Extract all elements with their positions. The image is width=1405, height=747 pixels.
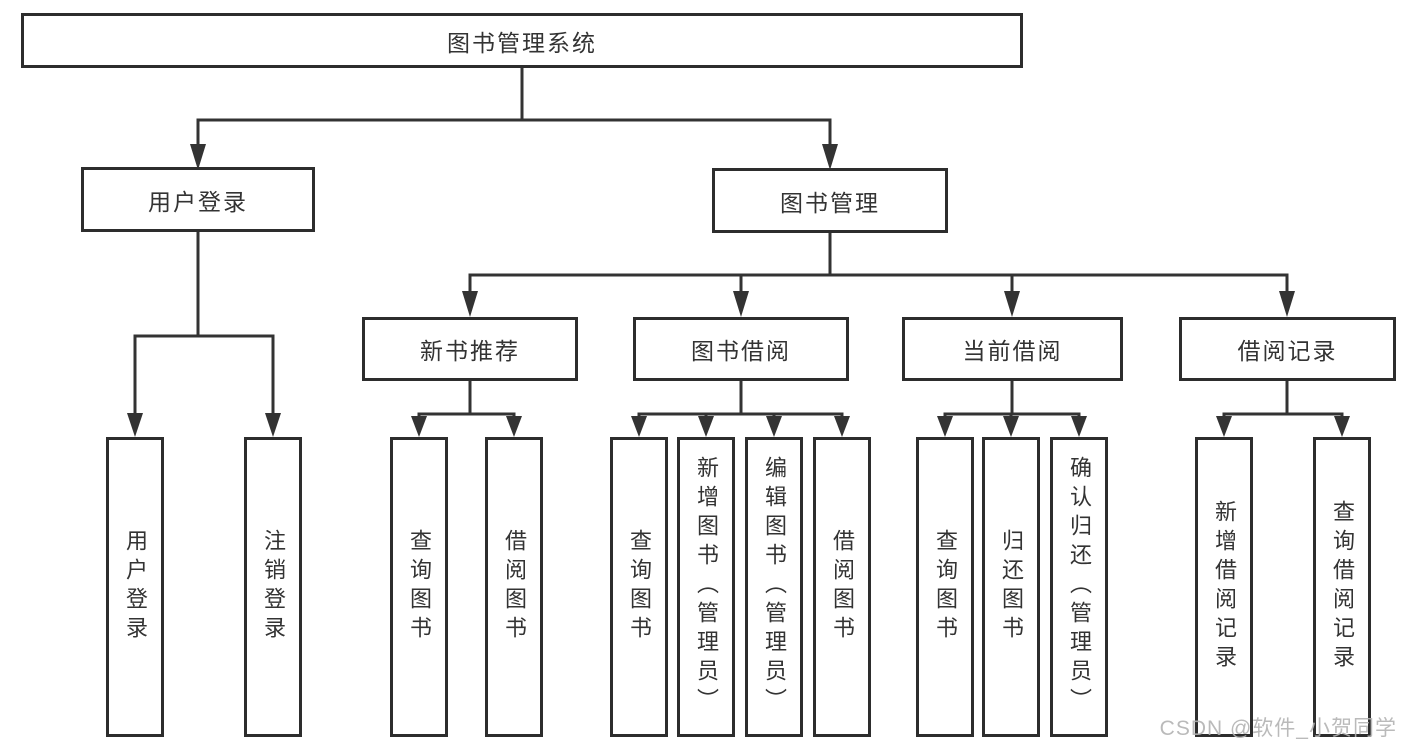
- leaf-bb-add-books-admin: 新增图书（管理员）: [677, 437, 735, 737]
- node-current-borrowing: 当前借阅: [902, 317, 1123, 381]
- node-label: 用户登录: [148, 188, 248, 215]
- leaf-logout: 注销登录: [244, 437, 302, 737]
- node-label: 图书借阅: [691, 338, 791, 364]
- leaf-br-add-record: 新增借阅记录: [1195, 437, 1253, 737]
- node-label: 当前借阅: [962, 338, 1063, 364]
- leaf-label: 查询图书: [407, 528, 432, 646]
- leaf-br-query-record: 查询借阅记录: [1313, 437, 1371, 737]
- leaf-user-login: 用户登录: [106, 437, 164, 737]
- leaf-label: 查询图书: [933, 528, 958, 646]
- node-label: 图书管理系统: [447, 29, 597, 56]
- leaf-cb-query-books: 查询图书: [916, 437, 974, 737]
- leaf-label: 归还图书: [999, 528, 1024, 646]
- node-borrowing-records: 借阅记录: [1179, 317, 1396, 381]
- leaf-label: 注销登录: [261, 528, 286, 646]
- leaf-label: 编辑图书（管理员）: [762, 456, 787, 718]
- node-label: 图书管理: [780, 189, 880, 216]
- node-new-book-recommendation: 新书推荐: [362, 317, 578, 381]
- node-label: 借阅记录: [1237, 338, 1338, 364]
- node-user-login: 用户登录: [81, 167, 315, 232]
- leaf-label: 借阅图书: [502, 528, 527, 646]
- node-label: 新书推荐: [420, 338, 520, 364]
- leaf-cb-confirm-return-admin: 确认归还（管理员）: [1050, 437, 1108, 737]
- leaf-label: 新增借阅记录: [1212, 499, 1237, 675]
- leaf-label: 查询借阅记录: [1330, 499, 1355, 675]
- csdn-watermark: CSDN @软件_小贺同学: [1159, 717, 1397, 740]
- node-book-borrowing: 图书借阅: [633, 317, 849, 381]
- leaf-label: 借阅图书: [830, 528, 855, 646]
- leaf-label: 查询图书: [627, 528, 652, 646]
- leaf-label: 新增图书（管理员）: [694, 456, 719, 718]
- leaf-bb-edit-books-admin: 编辑图书（管理员）: [745, 437, 803, 737]
- leaf-label: 用户登录: [123, 528, 148, 646]
- leaf-cb-return-books: 归还图书: [982, 437, 1040, 737]
- leaf-nb-query-books: 查询图书: [390, 437, 448, 737]
- node-library-management-system: 图书管理系统: [21, 13, 1023, 68]
- leaf-label: 确认归还（管理员）: [1067, 456, 1092, 718]
- leaf-bb-query-books: 查询图书: [610, 437, 668, 737]
- node-book-management: 图书管理: [712, 168, 948, 233]
- leaf-bb-borrow-books: 借阅图书: [813, 437, 871, 737]
- leaf-nb-borrow-books: 借阅图书: [485, 437, 543, 737]
